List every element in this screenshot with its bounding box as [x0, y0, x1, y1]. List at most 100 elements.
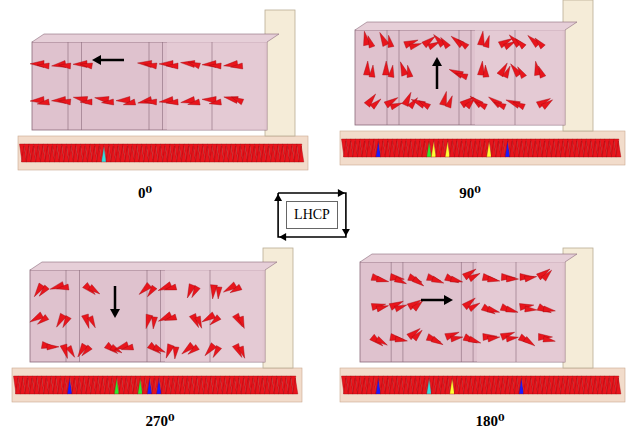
field-cone — [82, 345, 92, 356]
field-cone — [431, 336, 443, 344]
field-cone — [59, 63, 71, 69]
ground-plane — [340, 131, 625, 165]
resonator-block — [167, 42, 267, 130]
slot-line — [81, 42, 82, 130]
field-cone — [513, 102, 525, 110]
field-cone — [164, 314, 176, 320]
angle-label: 270⁰ — [145, 412, 174, 430]
field-cone — [390, 103, 402, 110]
field-cone — [80, 63, 92, 69]
field-cone — [210, 315, 221, 325]
field-cone — [419, 101, 431, 110]
loop-arrowhead — [338, 189, 345, 197]
rotation-loop — [278, 193, 346, 237]
field-cone — [230, 284, 242, 292]
field-cone — [121, 344, 133, 350]
loop-arrowhead — [279, 233, 286, 241]
field-cone — [518, 67, 527, 79]
slot-line — [149, 42, 150, 130]
field-cone — [412, 301, 423, 311]
slot-line — [79, 270, 80, 362]
field-cone — [209, 99, 221, 105]
feed-pillar — [265, 10, 295, 136]
field-cone — [494, 102, 506, 109]
field-cone — [59, 99, 71, 105]
field-cone — [370, 99, 381, 109]
field-cone — [37, 63, 49, 69]
field-cone — [394, 305, 406, 312]
field-cone — [39, 285, 49, 296]
field-cone — [440, 91, 447, 105]
direction-arrowhead — [444, 295, 453, 305]
field-cone — [188, 99, 200, 105]
field-cone — [232, 97, 244, 105]
field-cone — [407, 65, 413, 77]
field-cone — [102, 99, 114, 105]
direction-arrowhead — [110, 309, 120, 318]
field-cone — [231, 63, 243, 69]
field-cone — [369, 65, 375, 77]
field-cone — [488, 336, 500, 342]
antenna-panel — [340, 248, 625, 402]
field-cone — [147, 285, 156, 296]
field-cone — [616, 141, 621, 157]
resonator-block — [477, 262, 565, 362]
slot-line — [212, 42, 213, 130]
field-cone — [616, 378, 621, 394]
slot-line — [68, 42, 69, 130]
field-cone — [375, 336, 387, 345]
field-cone — [388, 35, 394, 47]
polarization-box: LHCP — [286, 201, 338, 229]
field-cone — [216, 287, 222, 299]
antenna-panel — [340, 0, 625, 165]
field-cone — [487, 306, 499, 312]
field-cone — [66, 345, 75, 357]
field-cone — [82, 314, 89, 328]
field-cone — [188, 345, 199, 355]
feed-pillar — [563, 248, 593, 368]
angle-label: 90⁰ — [459, 184, 481, 202]
resonator-block — [30, 270, 265, 362]
field-cone — [368, 36, 375, 48]
slot-line — [399, 30, 400, 125]
field-cone — [87, 316, 95, 328]
field-cone — [478, 31, 485, 45]
field-cone — [538, 66, 545, 78]
field-cone — [468, 273, 480, 281]
ground-plane — [18, 136, 308, 170]
field-cone — [450, 276, 462, 282]
field-cone — [173, 347, 179, 359]
field-cone — [483, 65, 489, 77]
field-cone — [451, 336, 463, 342]
field-cone — [395, 336, 407, 342]
field-cone — [525, 306, 537, 312]
node-text: LHCP — [294, 207, 330, 222]
field-cone — [487, 276, 499, 282]
field-cone — [524, 276, 536, 282]
field-cone — [383, 61, 390, 75]
resonator-block — [360, 262, 565, 362]
resonator-block — [360, 254, 577, 262]
resonator-block — [355, 30, 565, 125]
resonator-block — [475, 30, 565, 125]
field-cone — [506, 306, 518, 312]
field-cone — [209, 63, 221, 69]
field-cone — [412, 277, 424, 286]
field-cone — [166, 344, 174, 358]
ground-plane — [12, 368, 302, 402]
slot-line — [471, 30, 472, 125]
field-cone — [475, 102, 487, 110]
direction-arrowhead — [92, 55, 101, 65]
angle-label: 0⁰ — [138, 184, 152, 202]
field-cone — [153, 344, 165, 352]
field-cone — [543, 306, 555, 312]
field-cone — [238, 346, 245, 358]
field-cone — [123, 99, 135, 105]
field-cone — [192, 286, 200, 298]
field-cone — [543, 336, 555, 342]
field-cone — [145, 99, 157, 105]
slot-line — [461, 262, 462, 362]
loop-arrowhead — [342, 229, 350, 236]
field-cone — [445, 96, 452, 108]
field-cone — [63, 316, 71, 328]
